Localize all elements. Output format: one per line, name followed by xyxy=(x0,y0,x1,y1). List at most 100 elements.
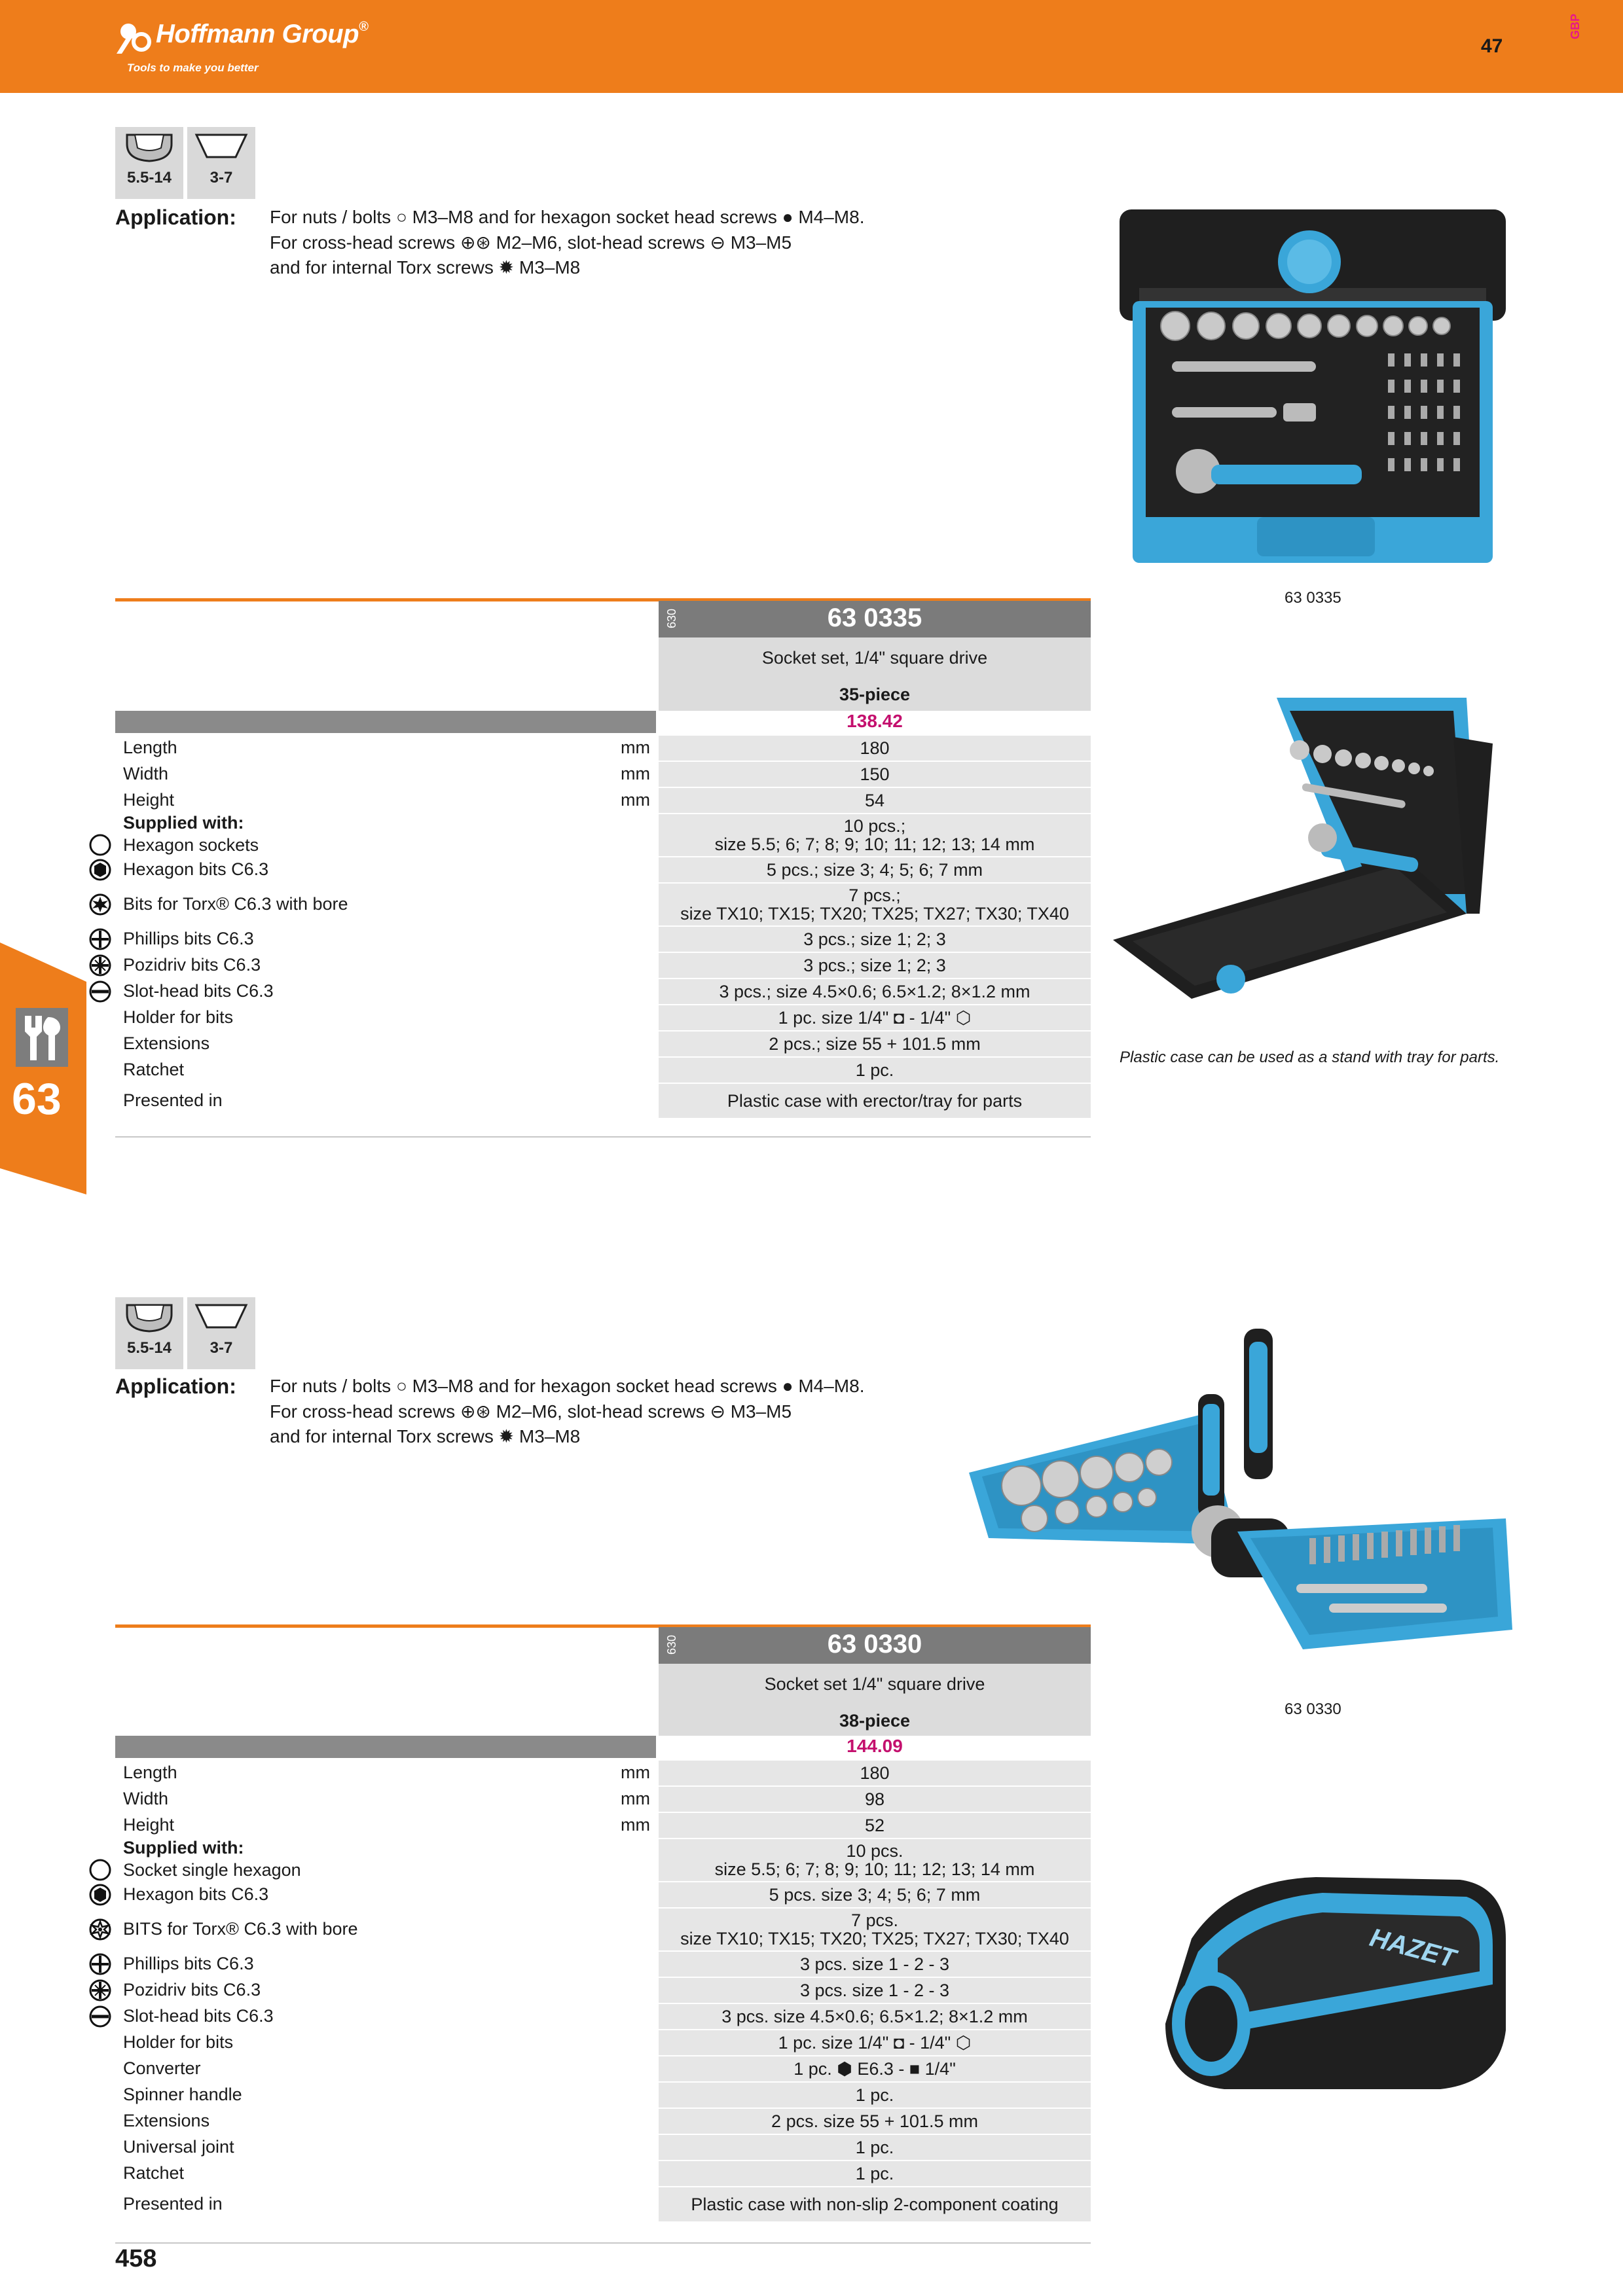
spec-label: Length xyxy=(123,1763,177,1782)
spec-unit: mm xyxy=(621,1789,650,1808)
spec-label: Phillips bits C6.3 xyxy=(123,1954,254,1973)
table-header-band xyxy=(115,1736,656,1758)
spec-value: 1 pc. xyxy=(659,2135,1091,2160)
image-caption-stand: Plastic case can be used as a stand with… xyxy=(1120,1049,1500,1066)
spec-value: 10 pcs.;size 5.5; 6; 7; 8; 9; 10; 11; 12… xyxy=(659,814,1091,856)
hoffmann-logo[interactable]: Hoffmann Group® Tools to make you better xyxy=(115,17,397,80)
product-image-63-0335[interactable] xyxy=(1113,209,1512,566)
table-bottom-rule xyxy=(115,1136,1091,1138)
bit-profile-icon xyxy=(194,1304,248,1329)
spec-value: 3 pcs. size 1 - 2 - 3 xyxy=(659,1978,1091,2003)
torx-icon xyxy=(88,892,113,917)
product-image-stand[interactable] xyxy=(1113,698,1493,1012)
application-line: For cross-head screws ⊕⊛ M2–M6, slot-hea… xyxy=(270,232,792,253)
spec-value: 180 xyxy=(659,736,1091,761)
product-number: 63 0335 xyxy=(827,603,922,632)
spec-label: BITS for Torx® C6.3 with bore xyxy=(123,1919,358,1939)
spec-value: 2 pcs. size 55 + 101.5 mm xyxy=(659,2109,1091,2134)
spec-value: 1 pc. xyxy=(659,2083,1091,2108)
drive-size-icons: 5.5-14 3-7 xyxy=(115,127,255,199)
chapter-tab[interactable] xyxy=(0,942,86,1194)
spec-value: 5 pcs. size 3; 4; 5; 6; 7 mm xyxy=(659,1882,1091,1907)
product-header: 630 63 0330 Socket set 1/4" square drive… xyxy=(659,1627,1091,1737)
table-top-rule xyxy=(115,598,1091,601)
brand-tagline: Tools to make you better xyxy=(127,62,259,74)
price-cell: 138.42 xyxy=(659,711,1091,733)
slot-icon xyxy=(88,979,113,1004)
bit-size-box: 3-7 xyxy=(187,1297,255,1369)
spec-value: 1 pc. xyxy=(659,1058,1091,1083)
spec-label: Height xyxy=(123,790,175,810)
product-pieces: 35-piece xyxy=(839,685,911,704)
application-line: For nuts / bolts ○ M3–M8 and for hexagon… xyxy=(270,1376,865,1396)
spec-value: 1 pc. xyxy=(659,2161,1091,2186)
spec-section-label: Supplied with: xyxy=(123,1838,244,1857)
spec-value: 7 pcs.;size TX10; TX15; TX20; TX25; TX27… xyxy=(659,884,1091,925)
spec-label: Spinner handle xyxy=(123,2085,242,2104)
image-caption: 63 0330 xyxy=(1285,1700,1341,1718)
brand-name: Hoffmann Group® xyxy=(156,20,369,48)
drive-size-icons: 5.5-14 3-7 xyxy=(115,1297,255,1369)
spec-value: 1 pc. ⬢ E6.3 - ■ 1/4" xyxy=(659,2056,1091,2081)
spec-unit: mm xyxy=(621,1815,650,1835)
spec-value: 3 pcs.; size 4.5×0.6; 6.5×1.2; 8×1.2 mm xyxy=(659,979,1091,1004)
spec-value: Plastic case with erector/tray for parts xyxy=(659,1084,1091,1118)
product-pieces: 38-piece xyxy=(839,1711,911,1731)
spec-value: 3 pcs. size 4.5×0.6; 6.5×1.2; 8×1.2 mm xyxy=(659,2004,1091,2029)
spec-label: Width xyxy=(123,764,169,783)
spec-label: Socket single hexagon xyxy=(123,1860,301,1880)
hex-socket-icon xyxy=(88,833,113,857)
application-line: and for internal Torx screws ✹ M3–M8 xyxy=(270,257,581,278)
slot-icon xyxy=(88,2004,113,2029)
spec-unit: mm xyxy=(621,1763,650,1782)
price: 138.42 xyxy=(847,711,903,731)
spec-label: Universal joint xyxy=(123,2137,234,2157)
hex-bit-icon xyxy=(88,857,113,882)
spec-label: Slot-head bits C6.3 xyxy=(123,2006,274,2026)
hex-socket-size-box: 5.5-14 xyxy=(115,1297,183,1369)
product-header: 630 63 0335 Socket set, 1/4" square driv… xyxy=(659,601,1091,711)
spec-value: 7 pcs.size TX10; TX15; TX20; TX25; TX27;… xyxy=(659,1909,1091,1950)
spec-value: Plastic case with non-slip 2-component c… xyxy=(659,2187,1091,2221)
spec-label: Bits for Torx® C6.3 with bore xyxy=(123,894,348,914)
price-cell: 144.09 xyxy=(659,1736,1091,1758)
pozidriv-icon xyxy=(88,1978,113,2003)
application-line: For nuts / bolts ○ M3–M8 and for hexagon… xyxy=(270,207,865,227)
spec-value: 3 pcs.; size 1; 2; 3 xyxy=(659,927,1091,952)
spec-label: Length xyxy=(123,738,177,757)
torx-bore-icon xyxy=(88,1917,113,1942)
spec-value: 10 pcs.size 5.5; 6; 7; 8; 9; 10; 11; 12;… xyxy=(659,1839,1091,1881)
logo-icon xyxy=(117,24,151,54)
spec-label: Extensions xyxy=(123,2111,210,2130)
product-title: Socket set, 1/4" square drive xyxy=(761,648,988,668)
hex-socket-icon xyxy=(88,1857,113,1882)
product-image-63-0330[interactable] xyxy=(962,1322,1512,1695)
spec-value: 5 pcs.; size 3; 4; 5; 6; 7 mm xyxy=(659,857,1091,882)
socket-profile-icon xyxy=(126,1304,173,1333)
spec-label: Hexagon bits C6.3 xyxy=(123,859,269,879)
spec-value: 150 xyxy=(659,762,1091,787)
pozidriv-icon xyxy=(88,953,113,978)
product-number-bar: 630 63 0330 xyxy=(659,1627,1091,1664)
product-number: 63 0330 xyxy=(827,1630,922,1659)
spec-unit: mm xyxy=(621,764,650,783)
page-number: 458 xyxy=(115,2245,157,2272)
application-label: Application: xyxy=(115,1374,236,1398)
spec-label: Hexagon sockets xyxy=(123,835,259,855)
spec-label: Presented in xyxy=(123,1090,223,1110)
spec-value: 1 pc. size 1/4" ◘ - 1/4" ⬡ xyxy=(659,1005,1091,1030)
spec-label: Extensions xyxy=(123,1033,210,1053)
spec-unit: mm xyxy=(621,790,650,810)
image-caption: 63 0335 xyxy=(1285,589,1341,607)
spec-label: Hexagon bits C6.3 xyxy=(123,1884,269,1904)
spec-value: 180 xyxy=(659,1761,1091,1785)
currency-label: GBP xyxy=(1569,13,1582,39)
application-label: Application: xyxy=(115,206,236,229)
socket-profile-icon xyxy=(126,134,173,162)
hex-socket-size-box: 5.5-14 xyxy=(115,127,183,199)
product-image-closed-case[interactable]: HAZET xyxy=(1152,1873,1512,2096)
spec-section-label: Supplied with: xyxy=(123,813,244,833)
spec-value: 52 xyxy=(659,1813,1091,1838)
spec-label: Pozidriv bits C6.3 xyxy=(123,1980,261,2000)
spec-label: Holder for bits xyxy=(123,1007,234,1027)
